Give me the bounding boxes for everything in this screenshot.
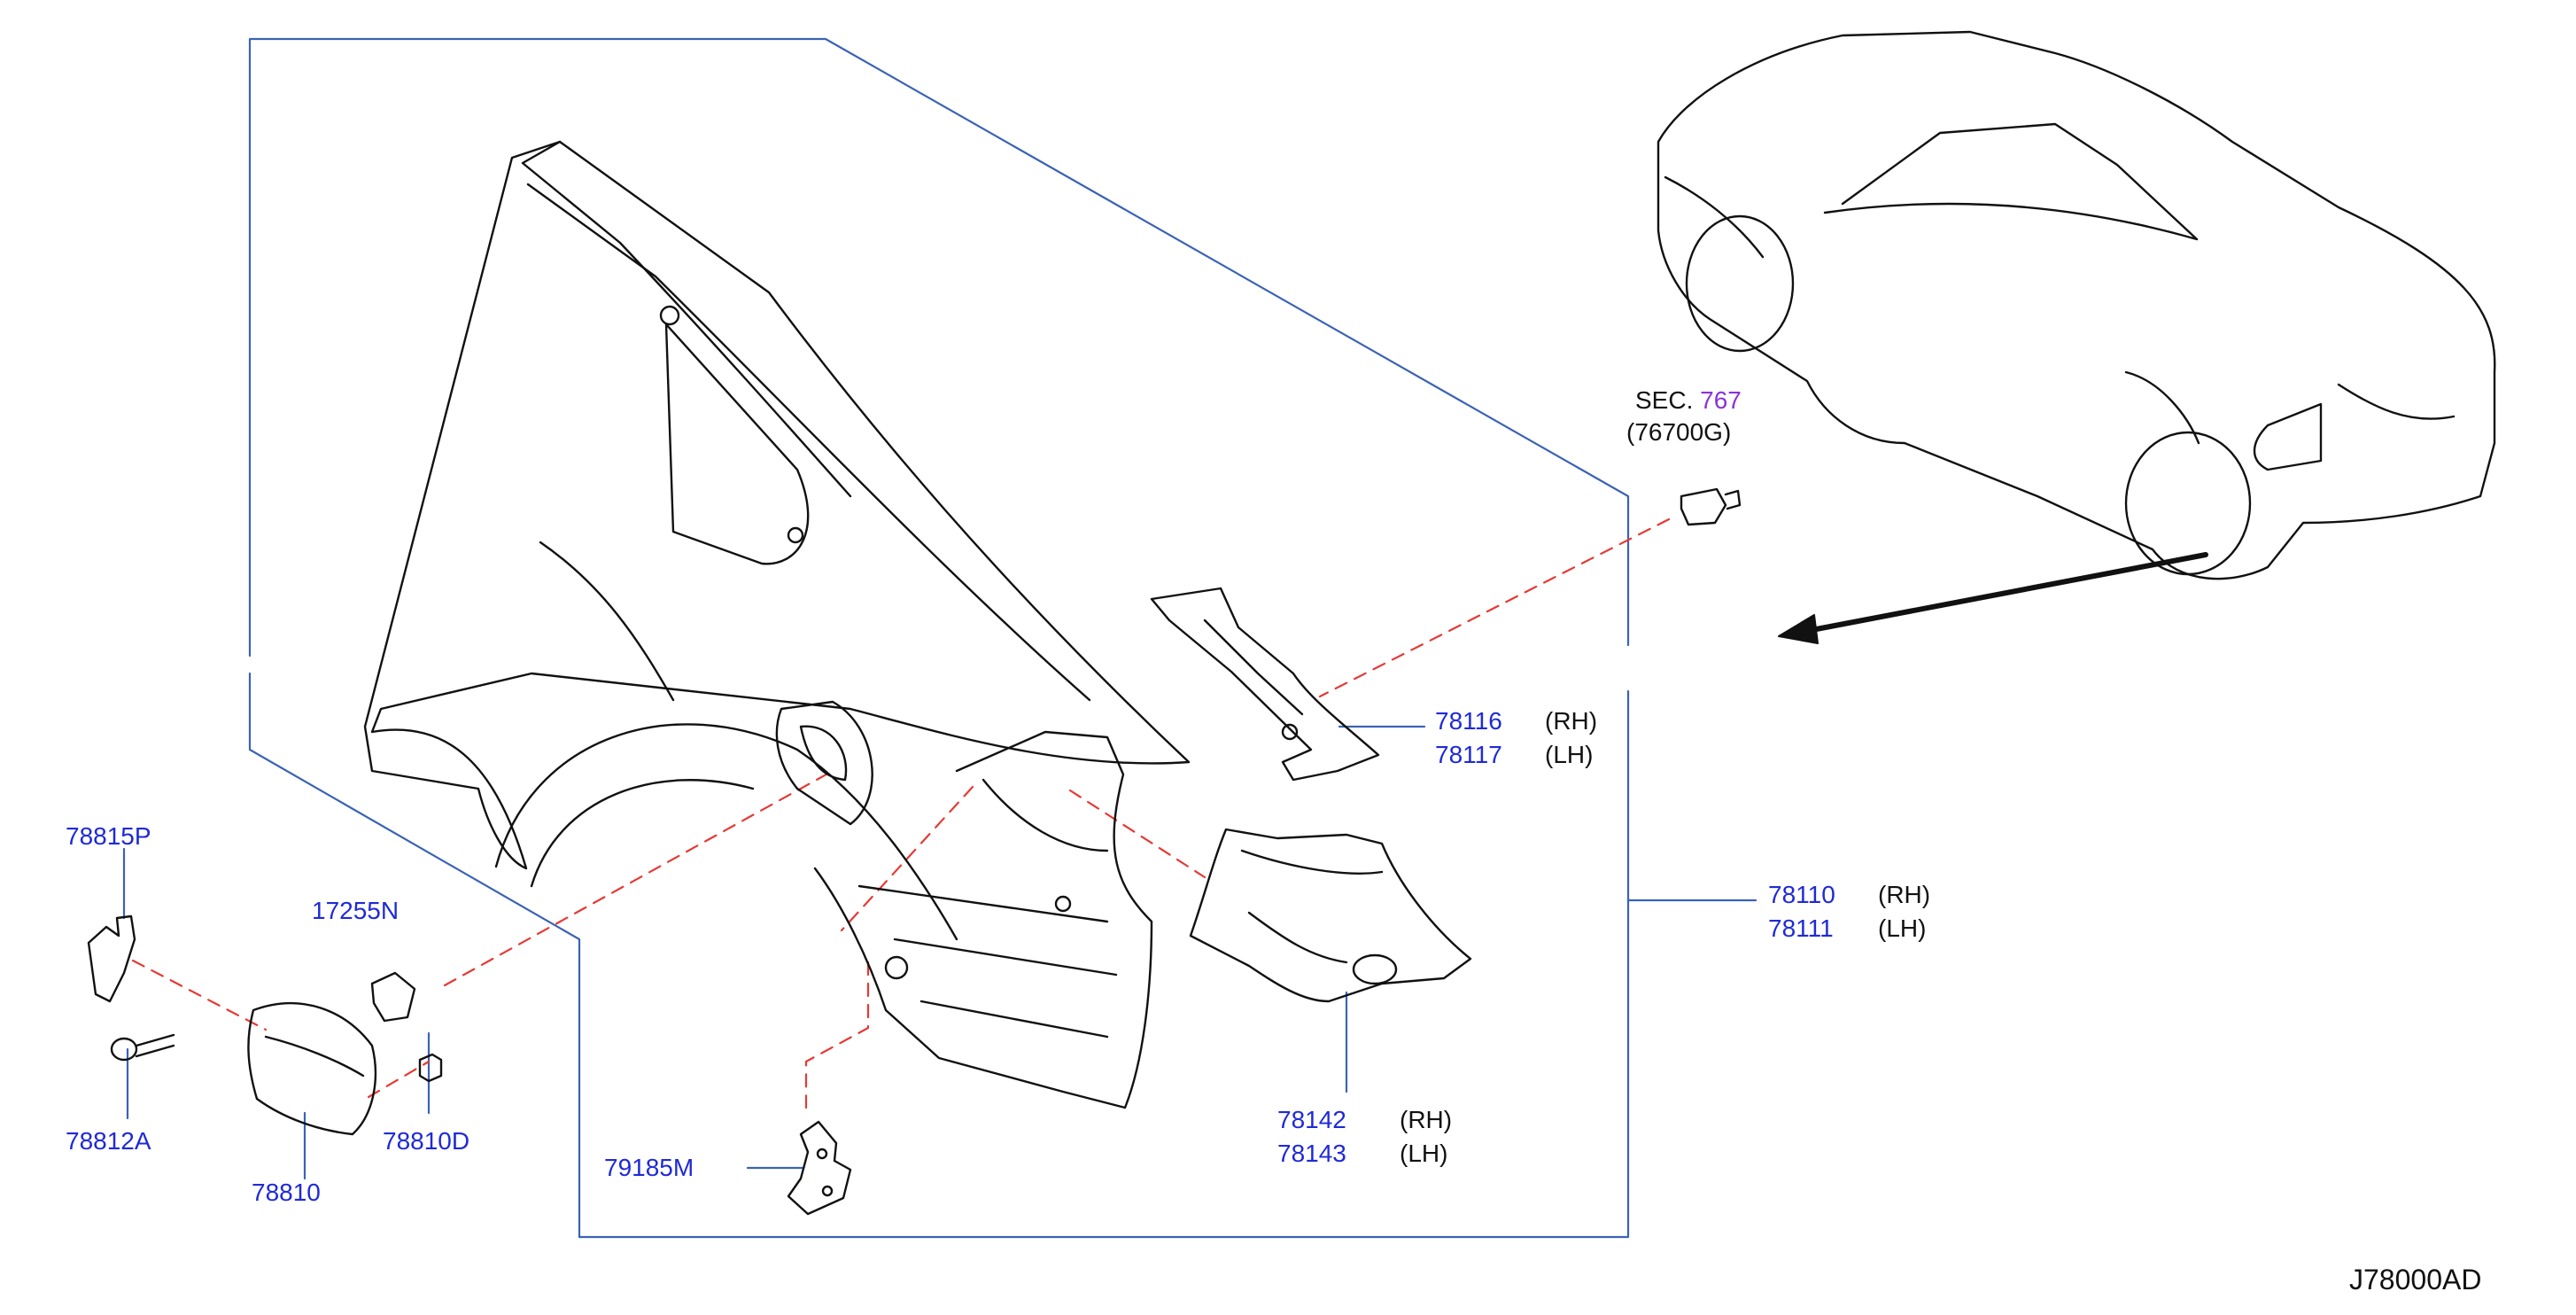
section-prefix: SEC.: [1635, 386, 1694, 414]
pointer-arrowhead: [1778, 614, 1819, 644]
callout-78143-side: (LH): [1400, 1140, 1448, 1167]
rear-fender-drawing: [87, 30, 2496, 1216]
callout-78142-side: (RH): [1400, 1106, 1453, 1133]
callout-78117[interactable]: 78117: [1435, 741, 1502, 768]
callout-78810D[interactable]: 78810D: [383, 1127, 470, 1155]
callout-78111-side: (LH): [1878, 914, 1927, 942]
diagram-code: J78000AD: [2349, 1264, 2482, 1296]
callout-79185M[interactable]: 79185M: [604, 1154, 694, 1181]
pointer-arrow: [1804, 552, 2208, 634]
callout-78117-side: (LH): [1545, 741, 1594, 768]
section-ref: (76700G): [1626, 418, 1732, 446]
callout-78111[interactable]: 78111: [1768, 914, 1834, 942]
callout-78110-side: (RH): [1878, 881, 1931, 908]
leader-lines: [122, 725, 1757, 1180]
callout-78142[interactable]: 78142: [1277, 1106, 1346, 1133]
callout-78815P[interactable]: 78815P: [66, 822, 151, 850]
callout-78143[interactable]: 78143: [1277, 1140, 1346, 1167]
assembly-boundary: [248, 37, 1630, 1239]
callout-78110[interactable]: 78110: [1768, 881, 1835, 908]
callout-78116[interactable]: 78116: [1435, 707, 1502, 735]
callout-78116-side: (RH): [1545, 707, 1598, 735]
callout-78810[interactable]: 78810: [252, 1179, 321, 1206]
callout-17255N[interactable]: 17255N: [312, 897, 400, 924]
section-label: SEC. 767: [1635, 386, 1742, 415]
section-link[interactable]: 767: [1700, 386, 1742, 414]
callout-78812A[interactable]: 78812A: [66, 1127, 151, 1155]
assembly-dashes: [131, 517, 1671, 1109]
